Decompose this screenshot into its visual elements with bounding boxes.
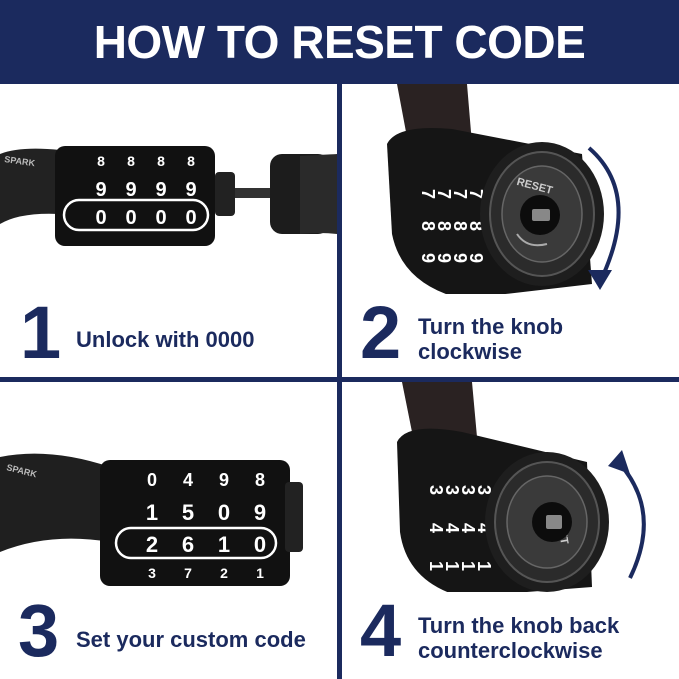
dial-digit: 1 — [426, 561, 446, 571]
dial-digit: 1 — [256, 565, 264, 581]
dial-digit: 7 — [434, 189, 454, 199]
step-3-instruction: Set your custom code — [76, 627, 306, 652]
step-1-instruction: Unlock with 0000 — [76, 327, 255, 352]
dial-digit: 0 — [218, 500, 230, 525]
clockwise-arrow-icon — [587, 146, 621, 283]
dial-digit: 8 — [255, 470, 265, 490]
dial-digit: 9 — [418, 253, 438, 263]
dial-digit: 8 — [434, 221, 454, 231]
dial-digit: 1 — [218, 532, 230, 557]
step-2-instruction: Turn the knob clockwise — [418, 314, 564, 364]
dial-digit: 3 — [426, 485, 446, 495]
dial-digit: 4 — [474, 523, 494, 533]
step-4-number: 4 — [360, 589, 402, 672]
dial-digit: 9 — [219, 470, 229, 490]
dial-digit: 1 — [146, 500, 158, 525]
page-title: HOW TO RESET CODE — [93, 16, 586, 68]
svg-text:SPARK: SPARK — [4, 154, 36, 168]
dial-digit: 7 — [450, 189, 470, 199]
dial-digit: 8 — [157, 153, 165, 169]
dial-digit: 0 — [155, 207, 166, 229]
dial-digit: 4 — [183, 470, 193, 490]
dial-digit: 3 — [458, 485, 478, 495]
dial-digit: 9 — [155, 179, 166, 201]
dial-digit: 7 — [184, 565, 192, 581]
dial-digit: 2 — [220, 565, 228, 581]
dial-digit: 3 — [148, 565, 156, 581]
dial-digit: 1 — [474, 561, 494, 571]
dial-digit: 8 — [127, 153, 135, 169]
dial-digit: 9 — [185, 179, 196, 201]
step-2-number: 2 — [360, 291, 402, 374]
dial-digit: 9 — [450, 253, 470, 263]
step-3-number: 3 — [18, 589, 60, 672]
step-1-number: 1 — [20, 291, 62, 374]
dial-digit: 8 — [97, 153, 105, 169]
dial-digit: 0 — [254, 532, 266, 557]
dial-digit: 9 — [95, 179, 106, 201]
dial-digit: 7 — [466, 189, 486, 199]
dial-digit: 5 — [182, 500, 194, 525]
dial-digit: 1 — [442, 561, 462, 571]
dial-digit: 7 — [418, 189, 438, 199]
dial-digit: 6 — [182, 532, 194, 557]
dial-digit: 2 — [146, 532, 158, 557]
dial-digit: 3 — [474, 485, 494, 495]
dial-digit: 9 — [466, 253, 486, 263]
counterclockwise-arrow-icon — [618, 462, 646, 579]
dial-digit: 8 — [466, 221, 486, 231]
dial-digit: 0 — [185, 207, 196, 229]
dial-digit: 9 — [254, 500, 266, 525]
header-banner: HOW TO RESET CODE — [0, 0, 679, 84]
dial-digit: 4 — [442, 523, 462, 533]
dial-digit: 8 — [187, 153, 195, 169]
dial-digit: 0 — [147, 470, 157, 490]
vertical-divider — [337, 84, 342, 679]
dial-digit: 3 — [442, 485, 462, 495]
dial-digit: 8 — [418, 221, 438, 231]
dial-digit: 0 — [95, 207, 106, 229]
dial-digit: 9 — [434, 253, 454, 263]
dial-digit: 9 — [125, 179, 136, 201]
dial-digit: 8 — [450, 221, 470, 231]
dial-digit: 4 — [458, 523, 478, 533]
dial-digit: 1 — [458, 561, 478, 571]
dial-digit: 0 — [125, 207, 136, 229]
step-4-instruction: Turn the knob back counterclockwise — [418, 613, 620, 663]
dial-digit: 4 — [426, 523, 446, 533]
